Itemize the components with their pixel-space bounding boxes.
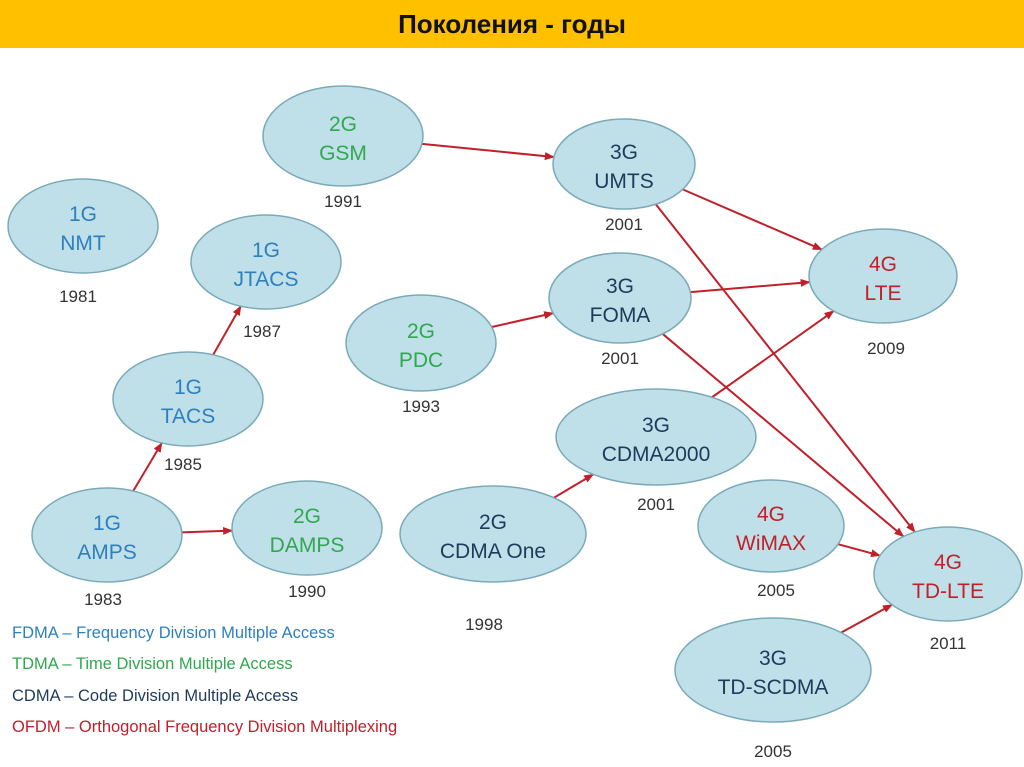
page-title: Поколения - годы: [398, 8, 626, 39]
node-ellipse: [873, 526, 1023, 622]
node-wimax: 4G WiMAX 2005: [697, 479, 845, 600]
node-tacs: 1G TACS 1985: [112, 351, 264, 474]
legend-item-cdma: CDMA – Code Division Multiple Access: [12, 687, 298, 705]
node-ellipse: [262, 85, 424, 187]
node-standard: CDMA One: [440, 540, 546, 563]
arrow-foma-to-tdlte: [662, 333, 905, 538]
node-umts: 3G UMTS 2001: [552, 118, 696, 234]
node-standard: WiMAX: [736, 532, 806, 555]
node-ellipse: [112, 351, 264, 447]
node-ellipse: [7, 178, 159, 274]
node-ellipse: [31, 487, 183, 583]
node-foma: 3G FOMA 2001: [548, 252, 692, 368]
node-pdc: 2G PDC 1993: [345, 294, 497, 416]
node-year: 1981: [59, 287, 97, 306]
node-standard: AMPS: [77, 541, 137, 564]
node-generation: 3G: [606, 275, 634, 298]
node-generation: 1G: [174, 376, 202, 399]
node-year: 1998: [465, 615, 503, 634]
arrow-gsm-to-umts: [421, 142, 555, 161]
node-standard: TACS: [161, 405, 215, 428]
node-year: 1993: [402, 397, 440, 416]
node-standard: PDC: [399, 349, 443, 372]
node-damps: 2G DAMPS 1990: [231, 480, 383, 601]
node-standard: JTACS: [234, 268, 299, 291]
node-year: 1987: [243, 322, 281, 341]
node-cdmaone: 2G CDMA One 1998: [399, 485, 587, 634]
node-standard: LTE: [865, 282, 902, 305]
legend: FDMA – Frequency Division Multiple Acces…: [12, 624, 397, 736]
arrow-umts-to-lte: [682, 188, 823, 251]
arrow-tacs-to-jtacs: [212, 305, 242, 356]
node-year: 2009: [867, 339, 905, 358]
node-year: 1985: [164, 455, 202, 474]
node-year: 2001: [637, 495, 675, 514]
node-year: 2011: [930, 634, 967, 653]
edges-layer: [132, 142, 916, 634]
node-year: 2005: [757, 581, 795, 600]
node-tdscdma: 3G TD-SCDMA 2005: [674, 617, 872, 761]
node-ellipse: [555, 388, 757, 486]
node-generation: 2G: [407, 320, 435, 343]
node-gsm: 2G GSM 1991: [262, 85, 424, 211]
node-generation: 4G: [757, 503, 785, 526]
node-ellipse: [697, 479, 845, 573]
node-year: 2005: [754, 742, 792, 761]
node-ellipse: [808, 228, 958, 324]
legend-item-fdma: FDMA – Frequency Division Multiple Acces…: [12, 624, 335, 642]
node-generation: 3G: [610, 141, 638, 164]
arrow-tdscdma-to-tdlte: [840, 603, 893, 634]
node-generation: 2G: [293, 505, 321, 528]
node-standard: TD-LTE: [912, 580, 984, 603]
node-generation: 2G: [329, 113, 357, 136]
node-ellipse: [190, 214, 342, 310]
node-standard: UMTS: [594, 170, 654, 193]
node-year: 2001: [605, 215, 643, 234]
node-generation: 4G: [869, 253, 897, 276]
arrow-wimax-to-tdlte: [837, 543, 881, 558]
node-year: 2001: [601, 349, 639, 368]
title-bar: Поколения - годы: [0, 0, 1024, 48]
node-generation: 3G: [642, 414, 670, 437]
arrow-amps-to-tacs: [132, 442, 163, 492]
node-ellipse: [399, 485, 587, 583]
arrow-cdmaone-to-cdma2000: [553, 473, 595, 499]
arrow-amps-to-damps: [181, 526, 234, 535]
node-standard: GSM: [319, 142, 367, 165]
node-ellipse: [674, 617, 872, 723]
node-nmt: 1G NMT 1981: [7, 178, 159, 306]
legend-item-ofdm: OFDM – Orthogonal Frequency Division Mul…: [12, 718, 397, 736]
node-generation: 2G: [479, 511, 507, 534]
node-generation: 1G: [93, 512, 121, 535]
arrow-pdc-to-foma: [491, 311, 555, 328]
node-year: 1991: [324, 192, 362, 211]
node-standard: CDMA2000: [602, 443, 711, 466]
legend-item-tdma: TDMA – Time Division Multiple Access: [12, 655, 293, 673]
node-generation: 1G: [252, 239, 280, 262]
node-cdma2000: 3G CDMA2000 2001: [555, 388, 757, 514]
node-year: 1983: [84, 590, 122, 609]
arrow-umts-to-tdlte: [655, 203, 916, 533]
node-standard: FOMA: [590, 304, 651, 327]
node-tdlte: 4G TD-LTE 2011: [873, 526, 1023, 653]
node-ellipse: [548, 252, 692, 344]
node-standard: DAMPS: [270, 534, 345, 557]
node-year: 1990: [288, 582, 326, 601]
node-standard: TD-SCDMA: [718, 676, 829, 699]
node-amps: 1G AMPS 1983: [31, 487, 183, 609]
node-generation: 4G: [934, 551, 962, 574]
nodes-layer: 1G NMT 1981 1G JTACS 1987 1G TACS 1985 1G AMPS 1983…: [7, 85, 1023, 761]
node-jtacs: 1G JTACS 1987: [190, 214, 342, 341]
node-generation: 1G: [69, 203, 97, 226]
node-standard: NMT: [60, 232, 106, 255]
node-ellipse: [345, 294, 497, 392]
node-lte: 4G LTE 2009: [808, 228, 958, 358]
arrow-foma-to-lte: [690, 278, 811, 294]
node-generation: 3G: [759, 647, 787, 670]
node-ellipse: [552, 118, 696, 210]
arrow-cdma2000-to-lte: [711, 310, 835, 399]
node-ellipse: [231, 480, 383, 576]
